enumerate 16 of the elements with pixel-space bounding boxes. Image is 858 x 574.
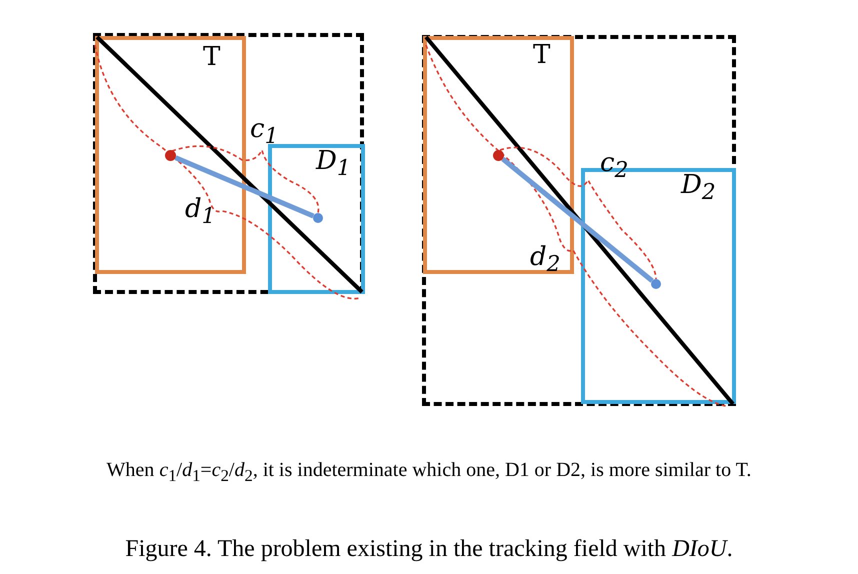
- center-distance-line: [174, 155, 314, 218]
- target-box: [95, 36, 246, 274]
- distance-label: c$_{1}$: [250, 116, 278, 148]
- box-label: D$_{1}$: [316, 148, 351, 180]
- target-box: [423, 36, 574, 274]
- distance-label: d$_{1}$: [185, 196, 216, 228]
- center-dot: [651, 279, 661, 289]
- box-label: T: [203, 44, 220, 70]
- formula-text: When c$_{1}$/d$_{1}$=c$_{2}$/d$_{2}$, it is indeterminate which one, D1 or D2, is more similar to T.: [106, 460, 752, 485]
- figure-caption: Figure 4. The problem existing in the tracking field with DIoU.: [125, 537, 733, 561]
- detection-box: [268, 144, 365, 294]
- center-dot: [313, 213, 323, 223]
- center-dot: [493, 150, 504, 161]
- box-label: D$_{2}$: [681, 172, 716, 204]
- box-label: T: [533, 42, 550, 68]
- center-dot: [165, 150, 176, 161]
